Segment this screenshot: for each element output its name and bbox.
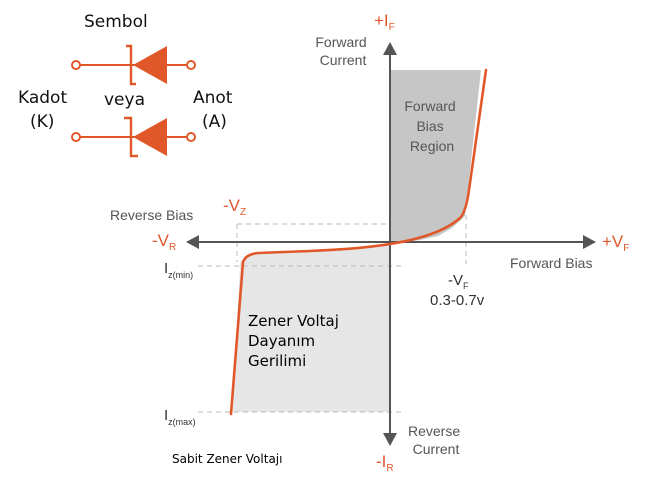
- negative-reverse-voltage-label: -VR: [152, 231, 176, 253]
- bottom-symbol-anode-terminal: [186, 132, 196, 142]
- positive-forward-voltage-label: +VF: [602, 232, 629, 254]
- forward-current-label: Forward Current: [315, 34, 370, 68]
- zener-region-shade: [233, 243, 390, 412]
- reverse-bias-label: Reverse Bias: [110, 207, 193, 223]
- fixed-zener-voltage-caption: Sabit Zener Voltajı: [172, 452, 282, 466]
- cathode-name-label: Kadot: [18, 88, 67, 108]
- x-axis-positive-arrow: [583, 235, 596, 249]
- anode-name-label: Anot: [193, 88, 233, 108]
- y-axis-positive-arrow: [383, 42, 397, 55]
- y-axis-negative-arrow: [383, 433, 397, 446]
- zener-symbol-bottom: [71, 116, 196, 158]
- iz-max-label: Iz(max): [164, 407, 196, 427]
- anode-letter-label: (A): [202, 112, 227, 132]
- x-axis-negative-arrow: [186, 235, 199, 249]
- or-label: veya: [104, 90, 145, 110]
- forward-bias-region-label: Forward Bias Region: [404, 98, 459, 154]
- cathode-letter-label: (K): [30, 112, 54, 132]
- top-symbol-triangle: [133, 46, 167, 84]
- forward-bias-region-shade: [390, 70, 481, 242]
- zener-symbol-top: [71, 44, 196, 86]
- symbol-title: Sembol: [84, 12, 148, 32]
- iz-min-label: Iz(min): [164, 260, 193, 280]
- zener-voltage-marker-label: -VZ: [223, 196, 246, 218]
- forward-bias-label: Forward Bias: [510, 255, 592, 271]
- iv-characteristic-curve: [229, 68, 488, 416]
- forward-voltage-range-label: 0.3-0.7v: [430, 292, 485, 309]
- negative-reverse-current-label: -IR: [376, 452, 394, 474]
- top-symbol-cathode-bar: [126, 44, 136, 86]
- bottom-symbol-triangle: [133, 118, 167, 156]
- bottom-symbol-cathode-terminal: [71, 132, 81, 142]
- top-symbol-cathode-terminal: [71, 60, 81, 70]
- forward-voltage-marker-label: -VF: [448, 272, 469, 291]
- top-symbol-anode-terminal: [186, 60, 196, 70]
- zener-region-label: Zener Voltaj Dayanım Gerilimi: [248, 312, 344, 370]
- positive-forward-current-label: +IF: [374, 11, 395, 33]
- reverse-current-label: Reverse Current: [408, 423, 464, 457]
- bottom-symbol-cathode-bar: [124, 116, 138, 158]
